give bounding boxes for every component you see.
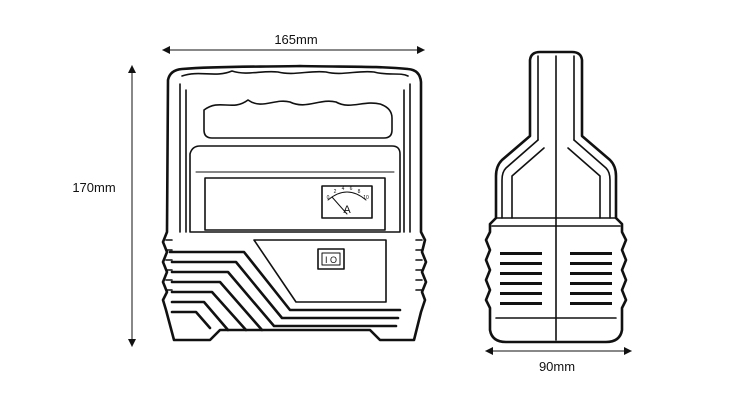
width-label: 165mm xyxy=(274,32,317,47)
side-vent-slots xyxy=(500,252,612,305)
side-waist-band xyxy=(491,217,621,227)
label-recess xyxy=(204,177,386,231)
lower-panel xyxy=(253,239,387,303)
side-neck-lines xyxy=(537,55,575,341)
handle-grip-top xyxy=(181,70,409,77)
ammeter: 0 2 4 6 8 10 A xyxy=(321,185,373,219)
ammeter-tick-6: 6 xyxy=(350,186,353,192)
power-switch-bezel xyxy=(317,248,345,270)
ammeter-tick-10: 10 xyxy=(363,195,369,201)
front-left-ribs xyxy=(165,239,173,291)
ammeter-tick-8: 8 xyxy=(358,189,361,195)
power-switch-rocker xyxy=(321,252,341,266)
ammeter-tick-2: 2 xyxy=(334,189,337,195)
front-right-ribs xyxy=(415,239,423,291)
depth-label: 90mm xyxy=(539,359,575,374)
ammeter-tick-0: 0 xyxy=(327,195,330,201)
side-view xyxy=(484,50,628,344)
front-left-rail xyxy=(179,83,187,233)
ammeter-needle xyxy=(331,196,348,215)
height-label: 170mm xyxy=(72,180,115,195)
depth-dimension: 90mm xyxy=(485,347,632,374)
height-dimension: 170mm xyxy=(72,65,136,347)
width-dimension: 165mm xyxy=(162,32,425,54)
front-right-rail xyxy=(403,83,411,233)
ammeter-frame xyxy=(321,185,373,219)
upper-panel xyxy=(189,145,401,233)
front-vent-stripes xyxy=(168,250,402,332)
ammeter-unit: A xyxy=(343,204,351,216)
front-view: 0 2 4 6 8 10 A I O xyxy=(161,64,428,342)
side-left-strut xyxy=(501,139,545,219)
side-right-strut xyxy=(567,139,611,219)
power-switch-symbols: I O xyxy=(325,255,337,265)
power-switch[interactable]: I O xyxy=(317,248,345,270)
ammeter-tick-4: 4 xyxy=(342,186,345,192)
handle-opening xyxy=(203,99,393,139)
ammeter-scale: 0 2 4 6 8 10 xyxy=(327,186,369,201)
